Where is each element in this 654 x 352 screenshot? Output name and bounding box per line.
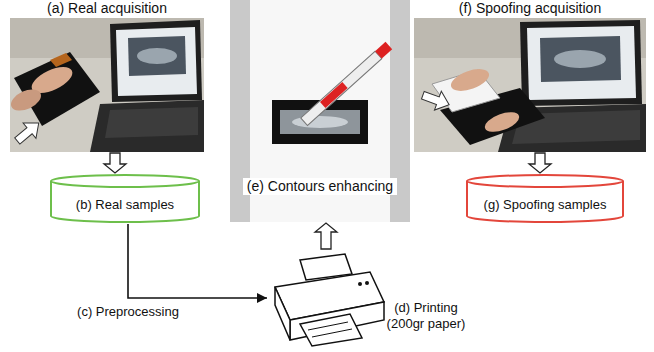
printer-line [312,329,352,337]
laptop-screen [110,20,202,102]
photo-panel: (e) Contours enhancing [230,0,410,222]
photo-background [10,18,204,152]
panel-caption: (a) Real acquisition [47,0,167,17]
database-label: (b) Real samples [76,197,174,213]
printer-button [358,282,362,286]
block-arrow [315,223,337,249]
laptop-base [90,100,204,152]
photo-background [230,0,410,222]
pointer-arrow [419,86,452,114]
photo-panel: (f) Spoofing acquisition [414,0,646,152]
vein-image [540,36,621,82]
marker-cap [375,42,392,59]
printer-button [365,281,369,285]
printer-output [300,314,362,346]
block-arrow [529,153,551,173]
panel-caption: (e) Contours enhancing [243,178,397,195]
photo-panel: (a) Real acquisition [10,0,204,152]
vein-image [137,48,177,64]
printer-line [308,322,348,330]
hand [448,65,492,96]
printer-node: (d) Printing (200gr paper) [268,250,478,348]
cylinder-top [51,175,199,187]
vein-image [554,50,606,68]
printer-label: (d) Printing (200gr paper) [382,300,470,331]
cylinder-top [467,175,623,187]
photo-background [414,18,646,152]
database-label: (g) Spoofing samples [484,197,607,213]
vein-image [128,36,186,76]
marker-pen [301,51,382,125]
laptop-screen [520,20,642,106]
marker-label [320,82,348,108]
scanner-device [14,52,100,126]
arm [8,85,45,115]
laptop-display [116,27,197,96]
pointer-arrow [11,115,45,148]
scanner-label [50,53,72,67]
flow-arrow [128,224,267,298]
block-arrow [104,153,126,173]
panel-caption: (f) Spoofing acquisition [459,0,601,17]
printer-side [275,287,290,340]
laptop-display [527,26,636,100]
database-cylinder: (b) Real samples [50,174,200,224]
laptop-keyboard [105,107,198,138]
hand [482,108,521,135]
database-cylinder: (g) Spoofing samples [466,174,624,224]
edge-label: (c) Preprocessing [75,304,181,320]
